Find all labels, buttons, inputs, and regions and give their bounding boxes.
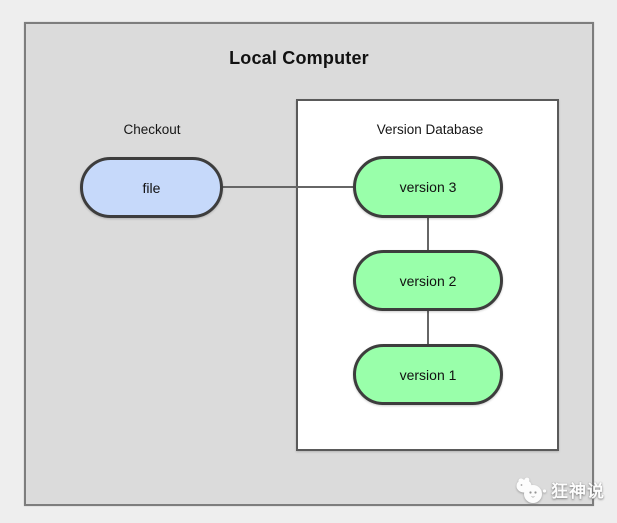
connector-version3-to-version2 (427, 217, 429, 251)
connector-version2-to-version1 (427, 310, 429, 345)
diagram-title: Local Computer (229, 48, 369, 68)
node-version-1: version 1 (353, 344, 503, 405)
local-computer-box: Local Computer (24, 22, 594, 506)
node-file: file (80, 157, 223, 218)
mascot-icon (516, 477, 547, 503)
node-version-2: version 2 (353, 250, 503, 311)
node-version-3: version 3 (353, 156, 503, 218)
watermark: 狂神说 (514, 474, 605, 505)
watermark-text: 狂神说 (551, 482, 605, 501)
connector-file-to-version3 (222, 186, 354, 188)
version-database-label: Version Database (376, 122, 484, 137)
checkout-label: Checkout (123, 122, 181, 137)
